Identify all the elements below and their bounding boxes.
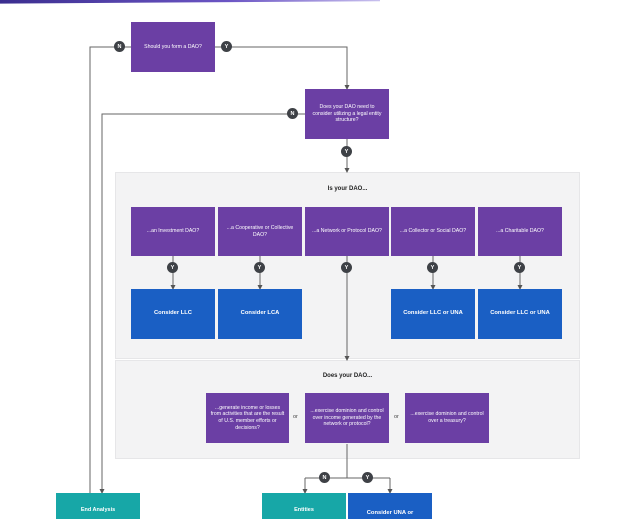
- end-analysis-label: End Analysis: [80, 507, 116, 513]
- activity-treasury-label: ...exercise dominion and control over a …: [410, 411, 484, 424]
- activity-network-income-label: ...exercise dominion and control over in…: [310, 407, 384, 428]
- connector-start-yes: [215, 46, 350, 90]
- badge-legal-yes: Y: [341, 146, 352, 157]
- type-cooperative: ...a Cooperative or Collective DAO?: [218, 207, 302, 256]
- result-cooperative-label: Consider LCA: [240, 310, 280, 317]
- consider-una-box: Consider UNA or: [348, 493, 432, 519]
- badge-type-investment-yes: Y: [167, 262, 178, 273]
- badge-type-charitable-yes: Y: [514, 262, 525, 273]
- badge-network-yes: Y: [362, 472, 373, 483]
- type-investment: ...an Investment DAO?: [131, 207, 215, 256]
- decision-form-dao-label: Should you form a DAO?: [144, 43, 202, 50]
- or-label-2: or: [394, 414, 399, 420]
- badge-type-cooperative-yes: Y: [254, 262, 265, 273]
- badge-legal-no: N: [287, 108, 298, 119]
- type-cooperative-label: ...a Cooperative or Collective DAO?: [226, 224, 294, 238]
- result-investment-label: Consider LLC: [153, 310, 192, 317]
- type-charitable: ...a Charitable DAO?: [478, 207, 562, 256]
- decision-legal-entity-label: Does your DAO need to consider utilizing…: [312, 103, 382, 124]
- or-label-1: or: [293, 414, 298, 420]
- end-analysis-box: End Analysis: [56, 493, 140, 519]
- badge-type-collector-yes: Y: [427, 262, 438, 273]
- type-collector-label: ...a Collector or Social DAO?: [399, 228, 467, 235]
- entities-box: Entities: [262, 493, 346, 519]
- result-charitable: Consider LLC or UNA: [478, 289, 562, 339]
- result-cooperative: Consider LCA: [218, 289, 302, 339]
- type-investment-label: ...an Investment DAO?: [146, 228, 200, 235]
- type-collector: ...a Collector or Social DAO?: [391, 207, 475, 256]
- type-network: ...a Network or Protocol DAO?: [305, 207, 389, 256]
- dao-type-panel-title: Is your DAO...: [327, 186, 368, 192]
- type-network-label: ...a Network or Protocol DAO?: [312, 228, 382, 235]
- consider-una-label: Consider UNA or: [366, 510, 414, 516]
- connector-legal-no: [99, 113, 305, 494]
- entities-label: Entities: [294, 507, 314, 513]
- dao-activity-panel-title: Does your DAO...: [322, 373, 373, 379]
- result-charitable-label: Consider LLC or UNA: [490, 310, 550, 317]
- result-collector: Consider LLC or UNA: [391, 289, 475, 339]
- decision-legal-entity: Does your DAO need to consider utilizing…: [305, 89, 389, 139]
- badge-network-no: N: [319, 472, 330, 483]
- decision-form-dao: Should you form a DAO?: [131, 22, 215, 72]
- activity-income: ...generate income or losses from activi…: [206, 393, 289, 443]
- activity-income-label: ...generate income or losses from activi…: [210, 404, 285, 431]
- activity-treasury: ...exercise dominion and control over a …: [405, 393, 489, 443]
- badge-start-yes: Y: [221, 41, 232, 52]
- header-title-strip: [0, 0, 380, 4]
- result-collector-label: Consider LLC or UNA: [403, 310, 463, 317]
- activity-network-income: ...exercise dominion and control over in…: [305, 393, 389, 443]
- result-investment: Consider LLC: [131, 289, 215, 339]
- badge-type-network-yes: Y: [341, 262, 352, 273]
- badge-start-no: N: [114, 41, 125, 52]
- type-charitable-label: ...a Charitable DAO?: [496, 228, 544, 235]
